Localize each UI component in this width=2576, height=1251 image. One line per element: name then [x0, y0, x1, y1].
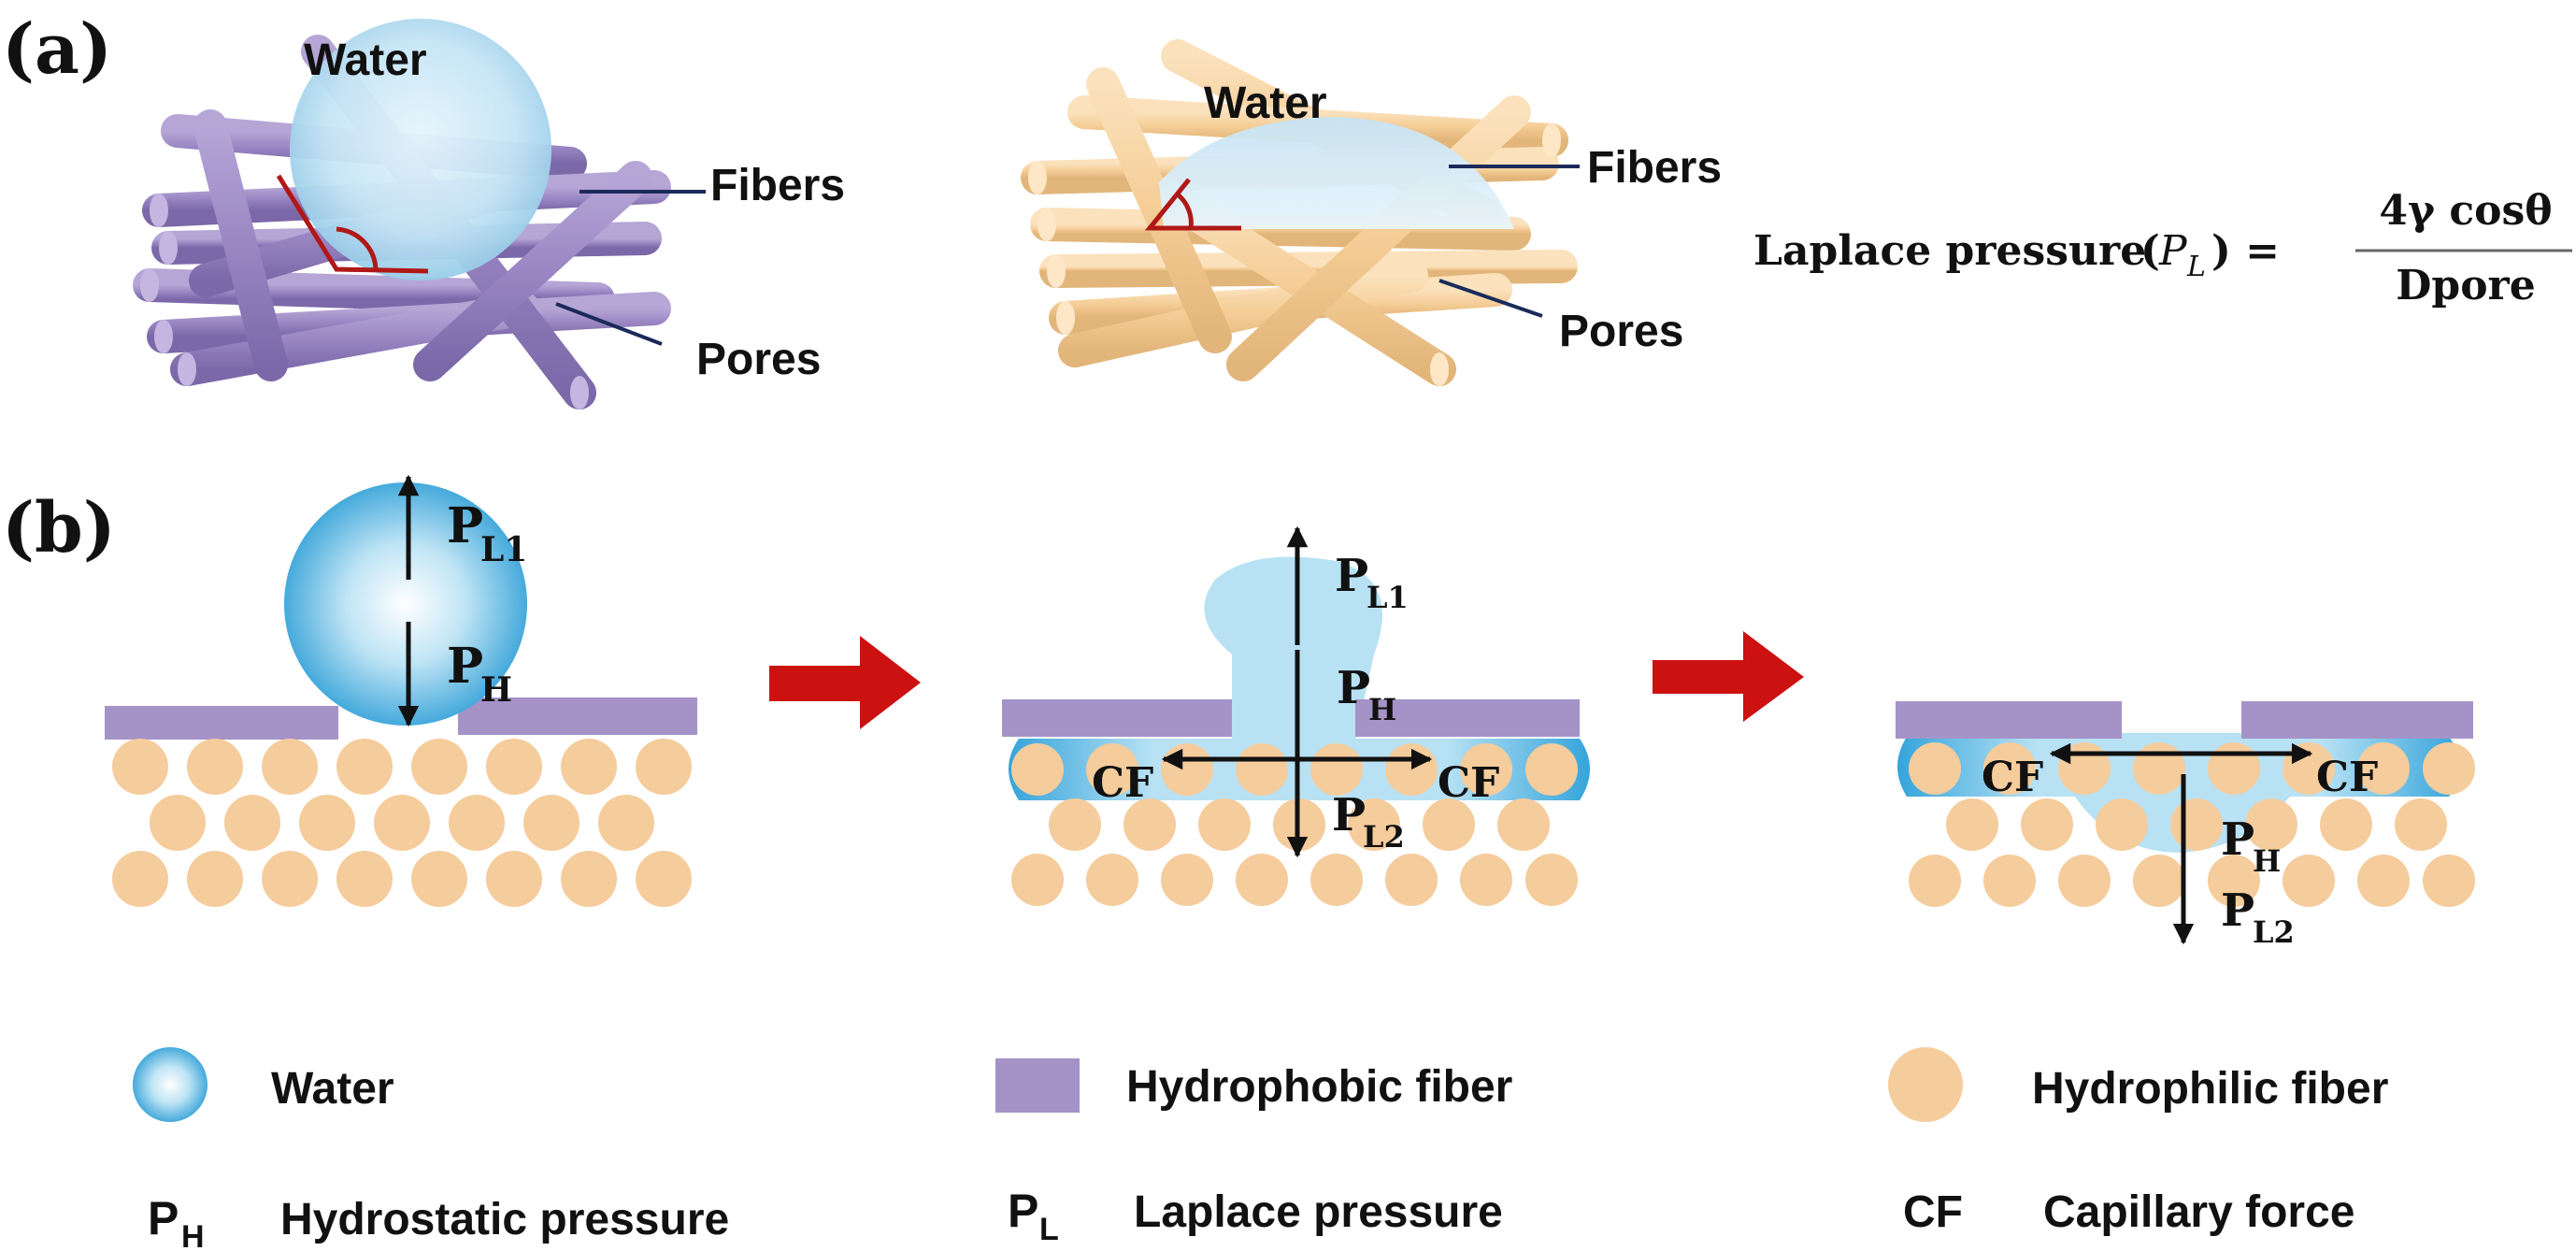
label-ph-sub: H	[1368, 692, 1396, 727]
stage-2: P L1 P H CF CF P L2	[1002, 525, 1590, 906]
legend-ph-symbol: P	[148, 1192, 179, 1244]
formula-subscript: L	[2186, 251, 2206, 283]
legend-hydrophilic-label: Hydrophilic fiber	[2032, 1064, 2388, 1114]
fiber-rods	[133, 35, 671, 410]
label-pl2: P	[1332, 789, 1366, 841]
label-cf-left: CF	[1092, 759, 1153, 807]
label-pl2: P	[2221, 884, 2254, 937]
label-cf-right: CF	[1438, 759, 1499, 807]
hydrophilic-fibers-stage1	[112, 739, 692, 907]
water-droplet	[284, 482, 527, 726]
fibers-label-right: Fibers	[1587, 143, 1722, 193]
hydrophobic-layer-left	[105, 706, 338, 740]
legend-hydrophobic-label: Hydrophobic fiber	[1126, 1062, 1512, 1112]
panel-a-label: (a)	[2, 9, 112, 90]
formula-denominator: Dpore	[2396, 262, 2535, 309]
label-ph: P	[447, 638, 483, 695]
legend-cf-symbol: CF	[1903, 1187, 1963, 1237]
formula-close-paren-eq: ) =	[2211, 227, 2280, 275]
fibers-label-left: Fibers	[710, 161, 845, 210]
legend-water-swatch	[133, 1047, 208, 1122]
water-thin-film	[2122, 733, 2241, 741]
stage-3: CF CF P H P L2	[1896, 701, 2475, 950]
pores-leader-right	[1438, 279, 1543, 318]
pores-leader-left	[555, 302, 663, 346]
laplace-formula: Laplace pressure ( P L ) = 4γ cosθ Dpore	[1753, 187, 2572, 309]
label-ph-sub: H	[480, 670, 512, 710]
legend-pl-text: Laplace pressure	[1134, 1187, 1503, 1237]
contact-angle-marker-small	[1144, 178, 1241, 231]
pores-label-right: Pores	[1559, 307, 1683, 356]
transition-arrow-1	[769, 636, 921, 729]
label-pl1: P	[1335, 550, 1368, 602]
formula-open-paren: (	[2140, 227, 2160, 275]
stage-1: P L1 P H	[105, 474, 697, 907]
hydrophobic-layer-right	[458, 697, 697, 735]
formula-numerator: 4γ cosθ	[2379, 187, 2552, 235]
water-droplet-sphere	[290, 19, 551, 280]
formula-symbol: P	[2158, 227, 2188, 275]
legend-hydrophobic-swatch	[995, 1058, 1080, 1113]
label-ph: P	[2221, 813, 2254, 866]
hydrophobic-fiber-mat	[133, 35, 671, 410]
legend-water-label: Water	[271, 1064, 394, 1114]
hydrophobic-layer-right	[1355, 699, 1580, 737]
water-label-right: Water	[1204, 79, 1327, 128]
water-label-left: Water	[304, 36, 427, 85]
legend-pl-symbol: P	[1008, 1185, 1038, 1237]
hydrophilic-fibers-stage3	[1909, 742, 2475, 907]
water-droplet-neck	[1204, 556, 1382, 741]
contact-angle-marker	[276, 174, 429, 274]
hydrophilic-fibers-stage2	[1011, 743, 1578, 906]
label-pl1-sub: L1	[480, 530, 527, 569]
hydrophobic-layer-left	[1002, 699, 1232, 737]
label-pl1: P	[447, 497, 483, 554]
fiber-rod-ends	[140, 194, 589, 410]
transition-arrow-2	[1653, 631, 1804, 722]
label-cf-left: CF	[1982, 754, 2043, 801]
label-ph-sub: H	[2253, 843, 2281, 879]
water-droplet-spread	[1159, 117, 1514, 229]
legend-hydrophilic-swatch	[1888, 1047, 1963, 1122]
hydrophobic-layer-right	[2241, 701, 2473, 739]
legend-ph-text: Hydrostatic pressure	[280, 1195, 729, 1244]
panel-b-label: (b)	[2, 488, 116, 568]
pores-label-left: Pores	[696, 335, 821, 384]
label-pl2-sub: L2	[2253, 914, 2295, 950]
legend-cf-text: Capillary force	[2043, 1187, 2354, 1237]
label-pl1-sub: L1	[1367, 580, 1409, 615]
legend: Water Hydrophobic fiber Hydrophilic fibe…	[133, 1047, 2388, 1251]
formula-lhs: Laplace pressure	[1753, 227, 2146, 275]
label-cf-right: CF	[2316, 754, 2378, 801]
fiber-rod-ends-tan	[1028, 123, 1561, 386]
legend-ph-sub: H	[181, 1219, 205, 1251]
label-ph: P	[1337, 662, 1370, 714]
label-pl2-sub: L2	[1363, 819, 1405, 855]
hydrophobic-layer-left	[1896, 701, 2122, 739]
legend-pl-sub: L	[1039, 1212, 1059, 1247]
